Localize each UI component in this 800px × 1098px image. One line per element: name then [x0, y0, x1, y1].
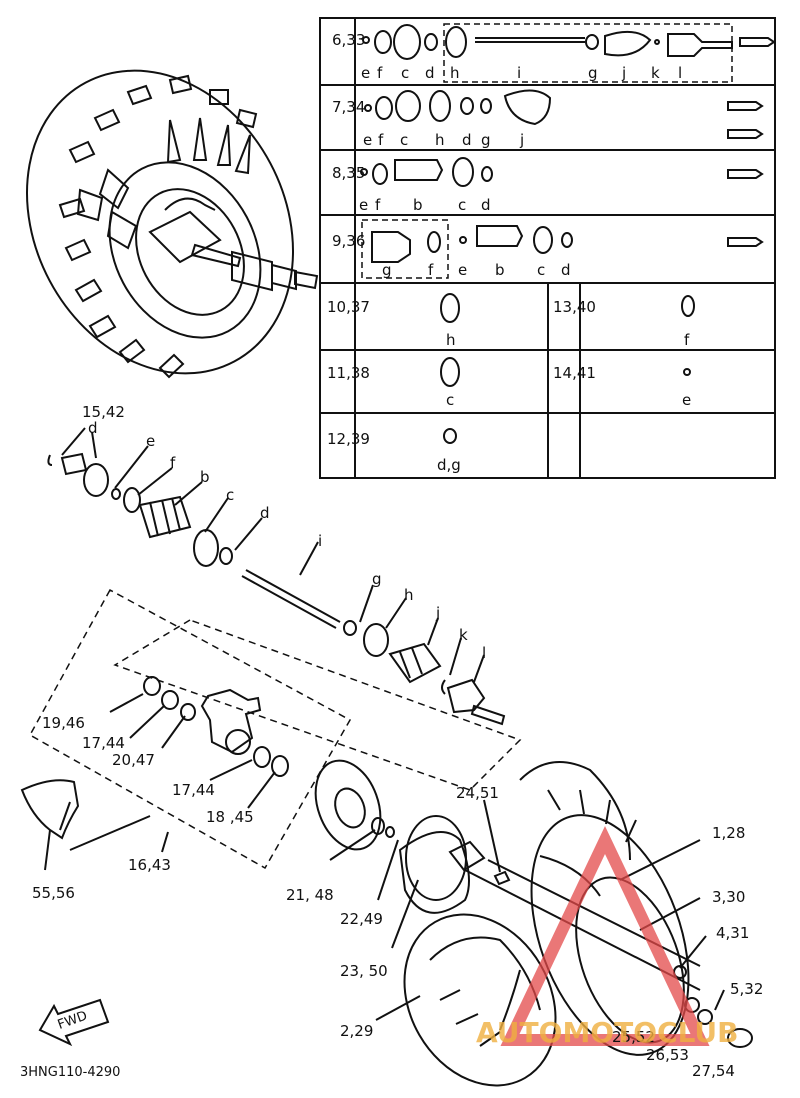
fwd-arrow-icon [38, 998, 110, 1047]
callout-i: i [318, 532, 322, 550]
part-letter: f [377, 64, 383, 82]
part-letter: d [462, 131, 472, 149]
callout-g: g [372, 570, 382, 588]
part-letter: h [435, 131, 445, 149]
watermark-logo [500, 826, 710, 1046]
part-letter: e [361, 64, 370, 82]
row-key-7: 7,34 [332, 98, 365, 116]
row-key-14: 14,41 [553, 364, 596, 382]
part-letter: c [446, 391, 454, 409]
part-letter: f [428, 261, 434, 279]
part-letter: b [495, 261, 505, 279]
callout-j: j [435, 604, 440, 622]
part-letter: l [678, 64, 682, 82]
callout-d2: d [260, 504, 270, 522]
callout-27-54: 27,54 [692, 1062, 735, 1080]
callout-22-49: 22,49 [340, 910, 383, 928]
row-key-12: 12,39 [327, 430, 370, 448]
part-letter: c [400, 131, 408, 149]
callout-l: l [482, 644, 486, 662]
part-letter: c [458, 196, 466, 214]
callout-18-45: 18 ,45 [206, 808, 254, 826]
parts-table [319, 17, 776, 479]
part-letter: i [517, 64, 521, 82]
callout-k: k [459, 626, 468, 644]
callout-25-52: 25,52 [612, 1028, 655, 1046]
callout-15-42: 15,42 [82, 403, 125, 421]
part-letter: f [375, 196, 381, 214]
callout-21-48: 21, 48 [286, 886, 334, 904]
part-letter: f [684, 331, 690, 349]
callout-17-44b: 17,44 [172, 781, 215, 799]
row-key-11: 11,38 [327, 364, 370, 382]
callout-d: d [88, 419, 98, 437]
knuckle-group [28, 588, 522, 870]
callout-19-46: 19,46 [42, 714, 85, 732]
callout-c: c [226, 486, 234, 504]
part-letter: g [481, 131, 491, 149]
row-key-13: 13,40 [553, 298, 596, 316]
part-letter: d [425, 64, 435, 82]
part-letter: h [446, 331, 456, 349]
callout-f: f [170, 454, 176, 472]
callout-5-32: 5,32 [730, 980, 763, 998]
callout-4-31: 4,31 [716, 924, 749, 942]
hub-parts [314, 759, 701, 991]
part-letter: d [481, 196, 491, 214]
part-letter: e [363, 131, 372, 149]
callout-17-44: 17,44 [82, 734, 125, 752]
part-letter: b [413, 196, 423, 214]
row-key-10: 10,37 [327, 298, 370, 316]
callout-2-29: 2,29 [340, 1022, 373, 1040]
watermark-text: AUTOMOTOCLUB [476, 1016, 739, 1049]
part-letter: h [450, 64, 460, 82]
part-letter: j [519, 131, 524, 149]
callout-3-30: 3,30 [712, 888, 745, 906]
part-letter: e [359, 196, 368, 214]
callout-e: e [146, 432, 155, 450]
tire-top-left [26, 69, 319, 379]
callout-55-56: 55,56 [32, 884, 75, 902]
callout-23-50: 23, 50 [340, 962, 388, 980]
part-letter: g [588, 64, 598, 82]
part-letter: d,g [437, 456, 461, 474]
callout-24-51: 24,51 [456, 784, 499, 802]
callout-b: b [200, 468, 210, 486]
part-letter: g [382, 261, 392, 279]
callout-h: h [404, 586, 414, 604]
callout-16-43: 16,43 [128, 856, 171, 874]
part-letter: c [401, 64, 409, 82]
part-letter: f [378, 131, 384, 149]
row-key-8: 8,35 [332, 164, 365, 182]
callout-labels: 15,42 d e f b c d i g h j k l 19,46 17,4… [32, 403, 763, 1080]
part-letter: d [561, 261, 571, 279]
part-letter: e [458, 261, 467, 279]
part-letter: k [651, 64, 660, 82]
table-keys: 6,33 7,34 8,35 9,36 10,37 13,40 11,38 14… [327, 31, 596, 448]
callout-1-28: 1,28 [712, 824, 745, 842]
part-letter: e [682, 391, 691, 409]
part-letter: j [621, 64, 626, 82]
part-letter: c [537, 261, 545, 279]
driveshaft-parts [47, 427, 506, 726]
diagram-code: 3HNG110-4290 [20, 1065, 120, 1080]
row-key-6: 6,33 [332, 31, 365, 49]
table-part-letters: e f c d h i g j k l e f c h d g j e f b … [359, 64, 691, 474]
callout-20-47: 20,47 [112, 751, 155, 769]
callout-26-53: 26,53 [646, 1046, 689, 1064]
knuckle-parts [20, 676, 289, 871]
row-key-9: 9,36 [332, 232, 365, 250]
